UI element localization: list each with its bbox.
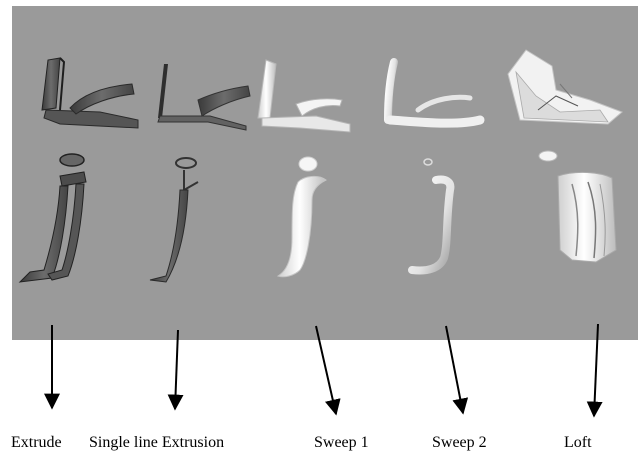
- sweep-2-caption: Sweep 2: [432, 434, 487, 451]
- sweep-2-top-model: [384, 58, 485, 128]
- loft-caption: Loft: [564, 434, 592, 451]
- loft-arrow: [586, 323, 603, 418]
- sweep-2-arrow: [445, 325, 469, 415]
- single-line-extrusion-caption: Single line Extrusion: [89, 434, 224, 451]
- sweep-1-caption: Sweep 1: [314, 434, 369, 451]
- sweep-2-bottom-model: [408, 158, 455, 275]
- sweep-1-bottom-model: [276, 156, 327, 278]
- loft-top-model: [507, 49, 623, 125]
- sweep-1-arrow: [315, 325, 341, 416]
- single-line-extrusion-top-model: [157, 64, 251, 131]
- extrude-top-model: [41, 57, 139, 129]
- sweep-1-top-model: [257, 59, 351, 133]
- single-line-extrusion-arrow: [167, 329, 184, 411]
- extrude-caption: Extrude: [11, 434, 62, 451]
- single-line-extrusion-bottom-model: [149, 157, 199, 283]
- loft-bottom-model: [538, 150, 617, 263]
- render-panel: [12, 6, 638, 340]
- extrude-bottom-model: [18, 153, 87, 283]
